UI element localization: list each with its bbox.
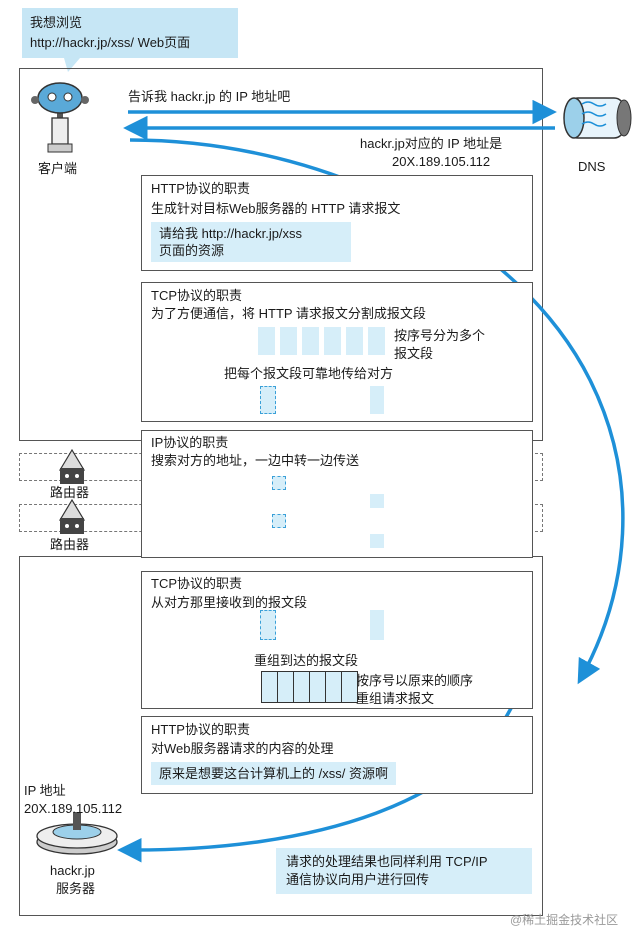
tcp-client-note-1: 按序号分为多个 (394, 328, 486, 343)
http-server-highlight: 原来是想要这台计算机上的 /xss/ 资源啊 (151, 762, 396, 785)
segment-sending (260, 610, 276, 640)
tcp-client-title: TCP协议的职责 (151, 288, 243, 303)
tcp-server-note-2: 重组请求报文 (356, 691, 435, 706)
tcp-server-reassemble: 重组到达的报文段 (254, 653, 359, 668)
ask-ip-text: 告诉我 hackr.jp 的 IP 地址吧 (128, 89, 291, 104)
client-robot-icon (31, 82, 89, 153)
hackr-server-icon (36, 812, 118, 855)
tcp-client-box: TCP协议的职责 为了方便通信，将 HTTP 请求报文分割成报文段 按序号分为多… (141, 282, 533, 422)
tcp-server-note-1: 按序号以原来的顺序 (356, 673, 474, 688)
http-client-box: HTTP协议的职责 生成针对目标Web服务器的 HTTP 请求报文 请给我 ht… (141, 175, 533, 271)
tcp-client-desc: 为了方便通信，将 HTTP 请求报文分割成报文段 (151, 306, 426, 321)
tcp-server-title: TCP协议的职责 (151, 576, 243, 591)
message-cell (277, 671, 294, 703)
server-name-line-2: 服务器 (56, 881, 96, 896)
segment (280, 327, 298, 355)
segment (302, 327, 320, 355)
http-request-note: 请给我 http://hackr.jp/xss 页面的资源 (151, 222, 351, 262)
dns-label: DNS (578, 159, 606, 174)
packet-hop (370, 494, 385, 508)
tcp-client-reliable: 把每个报文段可靠地传给对方 (224, 366, 394, 381)
packet-hop (370, 534, 385, 548)
tcp-client-note-2: 报文段 (394, 346, 434, 361)
dns-server-icon (563, 97, 632, 139)
reassembled-message (261, 671, 359, 703)
message-cell (325, 671, 342, 703)
arrow-request-curve (129, 138, 625, 685)
dns-reply-line-2: 20X.189.105.112 (392, 154, 491, 169)
message-cell (293, 671, 310, 703)
server-name-line-1: hackr.jp (50, 863, 95, 878)
ip-layer-box: IP协议的职责 搜索对方的地址，一边中转一边传送 (141, 430, 533, 558)
http-server-box: HTTP协议的职责 对Web服务器请求的内容的处理 原来是想要这台计算机上的 /… (141, 716, 533, 794)
return-note-line-2: 通信协议向用户进行回传 (286, 872, 430, 887)
segment (324, 327, 342, 355)
message-cell (341, 671, 358, 703)
router-label-2: 路由器 (50, 537, 90, 552)
server-ip-line-2: 20X.189.105.112 (24, 801, 123, 816)
speech-bubble: 我想浏览 http://hackr.jp/xss/ Web页面 (22, 8, 238, 58)
segment-received (370, 610, 385, 640)
bubble-line-1: 我想浏览 (30, 15, 83, 30)
packet-hop (272, 476, 286, 490)
router-icon-1 (58, 448, 86, 484)
segment-sending (260, 386, 276, 414)
segment (368, 327, 386, 355)
http-client-title: HTTP协议的职责 (151, 181, 250, 196)
http-server-desc: 对Web服务器请求的内容的处理 (151, 741, 334, 756)
router-icon-2 (58, 498, 86, 534)
http-request-line-1: 请给我 http://hackr.jp/xss (159, 226, 303, 241)
bubble-line-2: http://hackr.jp/xss/ Web页面 (30, 35, 191, 50)
ip-title: IP协议的职责 (151, 435, 229, 450)
packet-hop (272, 514, 286, 528)
segment (346, 327, 364, 355)
watermark: @稀土掘金技术社区 (510, 913, 619, 927)
http-request-line-2: 页面的资源 (159, 243, 225, 258)
http-client-desc: 生成针对目标Web服务器的 HTTP 请求报文 (151, 201, 401, 216)
server-ip-line-1: IP 地址 (24, 783, 66, 798)
return-note: 请求的处理结果也同样利用 TCP/IP 通信协议向用户进行回传 (276, 848, 532, 894)
segment (258, 327, 276, 355)
tcp-server-desc: 从对方那里接收到的报文段 (151, 595, 308, 610)
segment-received (370, 386, 385, 414)
ip-desc: 搜索对方的地址，一边中转一边传送 (151, 453, 360, 468)
dns-reply-line-1: hackr.jp对应的 IP 地址是 (360, 136, 503, 151)
client-label: 客户端 (38, 161, 78, 176)
return-note-line-1: 请求的处理结果也同样利用 TCP/IP (286, 854, 488, 869)
message-cell (261, 671, 278, 703)
http-server-title: HTTP协议的职责 (151, 722, 250, 737)
router-label-1: 路由器 (50, 485, 90, 500)
message-cell (309, 671, 326, 703)
